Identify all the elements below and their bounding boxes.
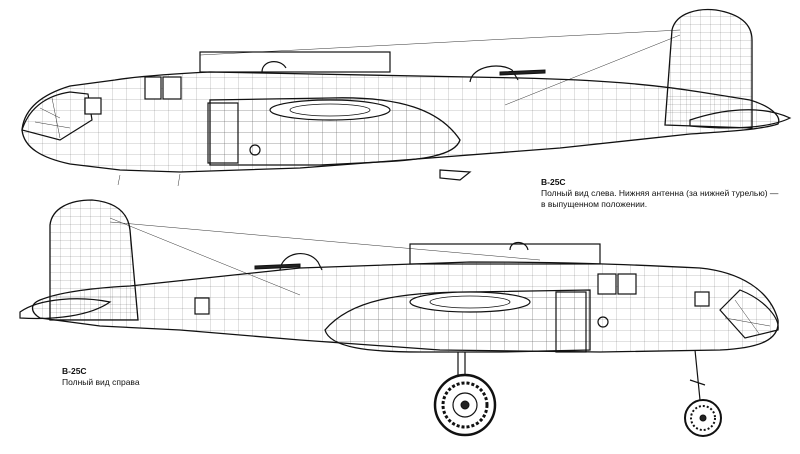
caption-right-view: B-25C Полный вид справа <box>62 366 140 388</box>
caption-right-line1: Полный вид справа <box>62 377 140 387</box>
right-side-view <box>19 199 779 437</box>
caption-right-model: B-25C <box>62 366 87 376</box>
engine-nacelle-left-view <box>209 97 461 166</box>
caption-left-view: B-25C Полный вид слева. Нижняя антенна (… <box>541 177 778 210</box>
main-wheel <box>433 373 497 437</box>
caption-left-line2: в выпущенном положении. <box>541 199 648 209</box>
tail-fin-left-view <box>664 8 753 129</box>
tail-fin-right-view <box>49 199 139 321</box>
nose-wheel <box>684 399 722 437</box>
caption-left-line1: Полный вид слева. Нижняя антенна (за ниж… <box>541 188 779 198</box>
caption-left-model: B-25C <box>541 177 566 187</box>
left-side-view <box>21 8 792 187</box>
